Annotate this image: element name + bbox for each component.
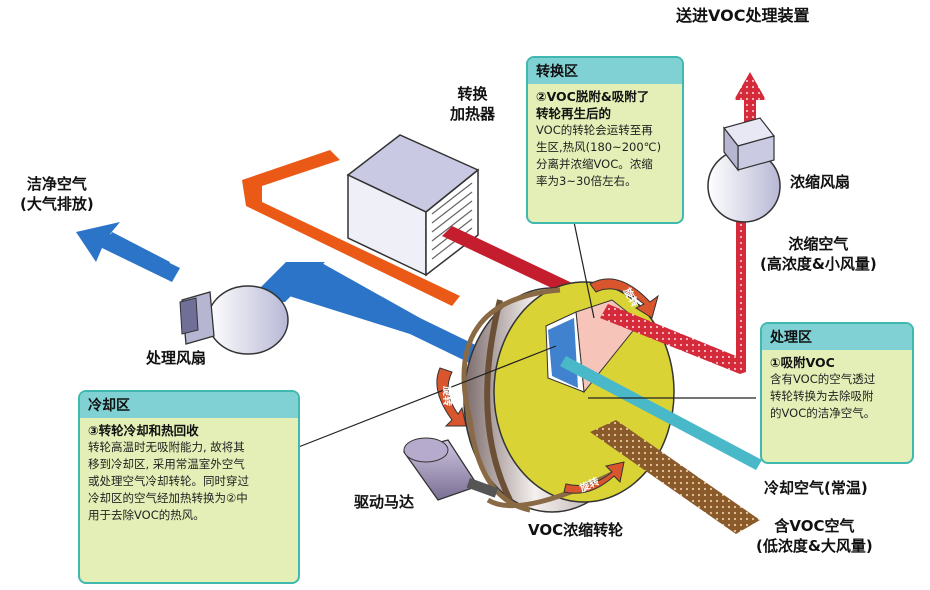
clean-air-duct-mid <box>104 232 170 274</box>
concentrated-air-label: 浓缩空气 (高浓度&小风量) <box>760 235 877 273</box>
processing-zone-title: 处理区 <box>762 324 912 350</box>
concentrated-air-duct <box>600 200 746 374</box>
to-voc-device-arrow <box>734 72 766 100</box>
conversion-zone-title: 转换区 <box>528 58 682 84</box>
voc-air-label: 含VOC空气 (低浓度&大风量) <box>756 517 873 555</box>
leader-lines <box>295 221 756 449</box>
drive-motor-label: 驱动马达 <box>354 493 415 511</box>
rotor-label: VOC浓缩转轮 <box>528 521 624 539</box>
rotate-label-left: 旋转 <box>441 386 452 406</box>
process-fan-label: 处理风扇 <box>146 349 207 367</box>
processing-zone-box: 处理区 ①吸附VOC 含有VOC的空气透过 转轮转换为去除吸附 的VOC的洁净空… <box>760 322 914 464</box>
process-fan <box>179 285 289 355</box>
conversion-heater-label: 转换 加热器 <box>450 85 496 123</box>
clean-air-duct-lower <box>270 262 490 368</box>
rotation-arrows <box>436 278 659 494</box>
cooling-zone-box: 冷却区 ③转轮冷却和热回收 转轮高温时无吸附能力, 故将其 移到冷却区, 采用常… <box>78 390 300 584</box>
cooling-zone-title: 冷却区 <box>80 392 298 418</box>
to-voc-device-label: 送进VOC处理装置 <box>676 6 810 25</box>
conversion-heater-unit <box>346 134 480 277</box>
clean-air-label: 洁净空气 (大气排放) <box>20 175 94 213</box>
concentrated-fan <box>707 117 781 223</box>
conversion-zone-box: 转换区 ②VOC脱附&吸附了 转轮再生后的 VOC的转轮会运转至再 生区,热风(… <box>526 56 684 224</box>
drive-motor <box>402 437 499 501</box>
cooling-air-label: 冷却空气(常温) <box>764 479 868 497</box>
voc-air-duct <box>590 420 760 534</box>
concentrated-fan-label: 浓缩风扇 <box>790 173 851 191</box>
cooling-air-duct <box>560 356 762 470</box>
hot-air-duct <box>242 150 460 306</box>
